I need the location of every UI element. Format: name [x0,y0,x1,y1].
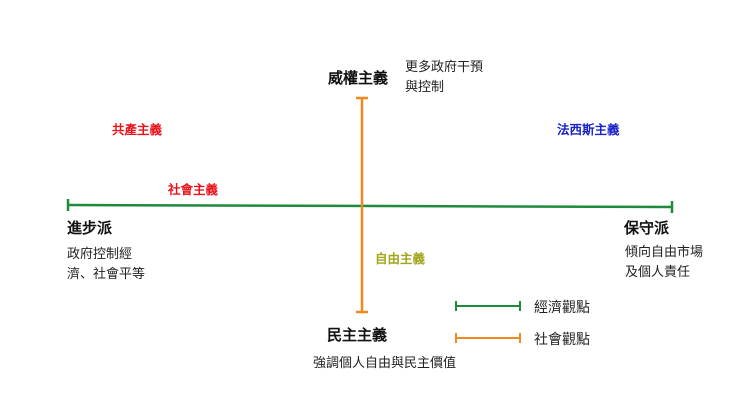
democracy-label: 民主主義 [327,326,388,344]
communism-label: 共產主義 [112,122,163,137]
authoritarianism-description-line2: 與控制 [405,80,445,95]
conservative-label: 保守派 [624,219,670,237]
progressive-description-line2: 濟、社會平等 [67,267,146,282]
conservative-description-line2: 及個人責任 [625,265,691,280]
economic-axis-line [67,203,673,209]
liberalism-label: 自由主義 [375,251,426,266]
fascism-label: 法西斯主義 [557,122,620,137]
authoritarianism-label: 威權主義 [328,69,389,87]
legend-economic-label: 經濟觀點 [534,300,590,316]
socialism-label: 社會主義 [168,182,219,197]
progressive-label: 進步派 [67,219,113,237]
democracy-description: 強調個人自由與民主價值 [313,356,457,371]
conservative-description: 傾向自由市場 及個人責任 [625,243,703,283]
progressive-description: 政府控制經 濟、社會平等 [67,245,145,285]
legend-social-label: 社會觀點 [534,332,590,348]
conservative-description-line1: 傾向自由市場 [625,245,704,260]
authoritarianism-description-line1: 更多政府干預 [405,60,484,75]
progressive-description-line1: 政府控制經 [67,247,133,262]
authoritarianism-description: 更多政府干預 與控制 [405,58,483,98]
